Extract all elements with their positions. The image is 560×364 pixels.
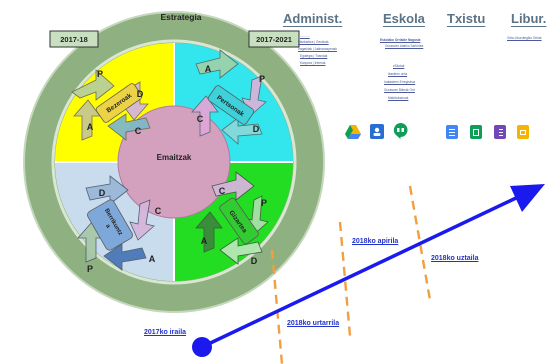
slides-icon[interactable] bbox=[517, 125, 529, 139]
pdca-letter: P bbox=[97, 69, 103, 79]
label-2017-18: 2017-18 bbox=[60, 35, 88, 44]
eskola-link[interactable]: Irakasleen Erregistroa bbox=[384, 80, 416, 84]
pdca-letter: D bbox=[137, 89, 144, 99]
pdca-letter: D bbox=[253, 124, 260, 134]
column-header-administ[interactable]: Administ. bbox=[283, 11, 343, 26]
pdca-letter: C bbox=[155, 206, 162, 216]
eskola-link[interactable]: Gurasoen Atariko Sarbidea bbox=[385, 44, 424, 48]
pdca-letter: P bbox=[261, 198, 267, 208]
pdca-letter: P bbox=[259, 74, 265, 84]
admin-link[interactable]: Iragarkiak | Jakinarazpenak bbox=[298, 47, 337, 51]
admin-link[interactable]: Idazkaritza | Gestioak bbox=[298, 40, 329, 44]
docs-icon[interactable] bbox=[446, 125, 458, 139]
column-header-libur[interactable]: Libur. bbox=[511, 11, 547, 26]
classroom-icon[interactable] bbox=[370, 124, 384, 139]
timeline-divider bbox=[270, 249, 284, 364]
center-label: Emaitzak bbox=[157, 153, 192, 162]
label-2017-2021: 2017-2021 bbox=[256, 35, 292, 44]
eskola-link[interactable]: eSkolak bbox=[393, 64, 405, 68]
drive-icon[interactable] bbox=[345, 125, 361, 139]
eskola-link[interactable]: Matrikulazioak bbox=[388, 96, 409, 100]
pdca-cycle-bezeroak bbox=[71, 69, 151, 141]
pdca-cycle-gizartea bbox=[195, 171, 269, 265]
diagram-title: Estrategia bbox=[160, 12, 201, 22]
pdca-cycle-berrikuntza bbox=[77, 175, 155, 271]
pdca-letter: C bbox=[197, 114, 204, 124]
forms-icon[interactable] bbox=[494, 125, 506, 139]
label-box-2017-2021 bbox=[248, 30, 300, 48]
pdca-letter: D bbox=[99, 188, 106, 198]
pdca-letter: C bbox=[219, 186, 226, 196]
timeline-divider bbox=[338, 221, 352, 337]
pdca-letter: P bbox=[87, 264, 93, 274]
timeline-divider bbox=[408, 185, 432, 301]
eskola-link[interactable]: Eskolako Orrialde Nagusia bbox=[380, 38, 421, 42]
admin-link[interactable]: Egutegia | Txandak bbox=[300, 54, 328, 58]
quadrant-label-berrikuntza-l2: a bbox=[104, 224, 111, 230]
pdca-letter: A bbox=[201, 236, 208, 246]
timeline-label-2018-urtarrila[interactable]: 2018ko urtarrila bbox=[287, 320, 340, 327]
pdca-cycle-pertsonak bbox=[191, 49, 267, 145]
timeline-label-2018-uztaila[interactable]: 2018ko uztaila bbox=[431, 255, 479, 262]
label-box-2017-18 bbox=[49, 30, 99, 48]
admin-link[interactable]: ........... bbox=[300, 34, 310, 38]
timeline-label-2017-iraila[interactable]: 2017ko iraila bbox=[144, 329, 187, 336]
libur-link[interactable]: Gela Liburutegiko Orriak bbox=[507, 36, 542, 40]
pdca-letter: A bbox=[87, 122, 94, 132]
timeline-arrow bbox=[192, 184, 545, 357]
hangouts-icon[interactable] bbox=[393, 123, 408, 139]
column-header-txistu[interactable]: Txistu bbox=[447, 11, 486, 26]
eskola-link[interactable]: Ikasleen orria bbox=[388, 72, 408, 76]
pdca-letter: D bbox=[251, 256, 258, 266]
column-header-eskola[interactable]: Eskola bbox=[383, 11, 425, 26]
pdca-letter: A bbox=[149, 254, 156, 264]
eskola-link[interactable]: Gurasoen Bilerak Orri bbox=[384, 88, 415, 92]
timeline-start-dot bbox=[192, 337, 212, 357]
pdca-letter: C bbox=[135, 126, 142, 136]
timeline-label-2018-apirila[interactable]: 2018ko apirila bbox=[352, 238, 399, 245]
admin-link[interactable]: Kanpora | Irteerak bbox=[300, 61, 326, 65]
pdca-letter: A bbox=[205, 64, 212, 74]
sheets-icon[interactable] bbox=[470, 125, 482, 139]
